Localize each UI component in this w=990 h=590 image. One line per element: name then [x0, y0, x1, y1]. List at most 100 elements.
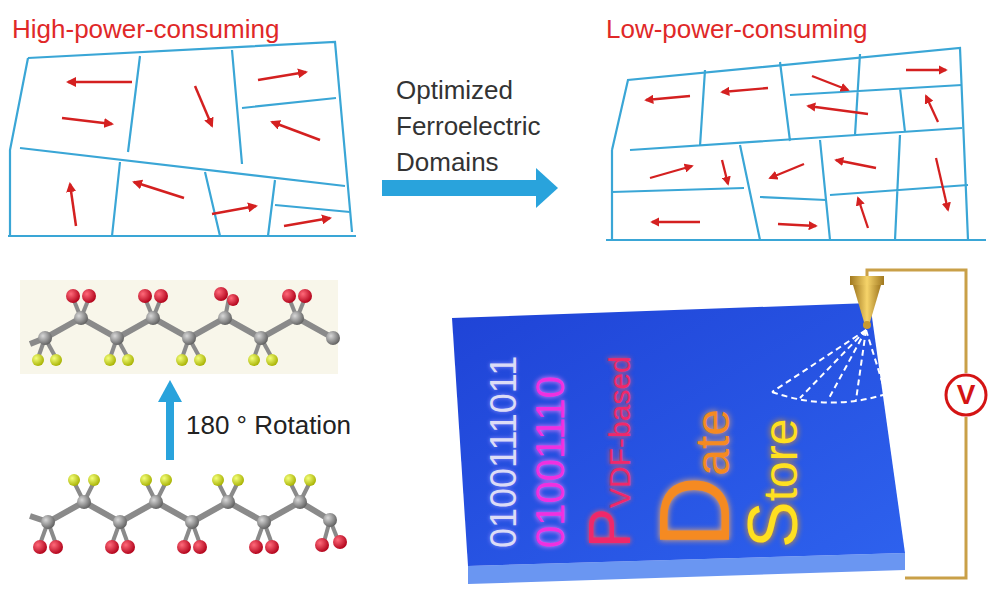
field-spray	[856, 330, 866, 400]
polarization-arrows	[646, 70, 948, 228]
bit-string: 01001110	[530, 376, 570, 548]
domain-walls	[606, 48, 986, 240]
polarization-arrows	[906, 69, 946, 71]
field-spray	[800, 330, 866, 398]
polarization-arrows	[858, 198, 868, 228]
polarization-arrows	[70, 184, 76, 226]
polarization-arrows	[62, 72, 330, 226]
molecule-chain	[227, 294, 239, 306]
molecule-chain	[122, 354, 134, 366]
circuit-wire	[867, 270, 966, 578]
molecule-chain	[177, 540, 191, 554]
molecule-chain	[265, 540, 279, 554]
molecule-chain	[182, 331, 196, 345]
rotation-arrow	[166, 398, 174, 460]
polarization-arrows	[62, 118, 112, 124]
probe-tip	[850, 276, 884, 329]
circuit-wire	[867, 270, 966, 373]
probe-tip	[850, 276, 884, 285]
polarization-arrows	[134, 182, 184, 198]
molecule-chain	[66, 287, 312, 306]
molecule-chain	[214, 287, 228, 301]
domain-walls	[8, 42, 356, 236]
molecule-chain	[176, 354, 188, 366]
domain-walls	[8, 42, 356, 236]
polarization-arrows	[812, 76, 848, 90]
ferroelectric-film	[452, 303, 905, 566]
molecule-chain	[30, 502, 330, 522]
polarization-arrows	[936, 158, 948, 210]
molecule-chain	[154, 289, 168, 303]
polarization-arrows	[272, 122, 320, 140]
rotation-arrow	[158, 380, 182, 402]
molecule-chain	[221, 495, 235, 509]
molecule-chain	[121, 540, 135, 554]
polarization-arrows	[808, 106, 868, 114]
molecule-chain	[66, 289, 80, 303]
molecule-chain	[326, 331, 340, 345]
polarization-arrows	[652, 221, 700, 223]
molecule-chain	[82, 289, 96, 303]
polarization-arrows	[650, 166, 692, 178]
molecule-chain	[284, 474, 296, 486]
polarization-arrows	[212, 206, 256, 214]
molecule-chain	[193, 540, 207, 554]
molecule-chain	[113, 515, 127, 529]
molecule-chain	[248, 354, 260, 366]
molecule-panel	[20, 280, 338, 374]
polarization-arrows	[195, 86, 212, 126]
heading-label: Low-power-consuming	[606, 14, 868, 45]
molecule-chain	[194, 354, 206, 366]
field-spray	[828, 330, 866, 400]
molecule-chain	[254, 331, 268, 345]
molecule-chain	[30, 287, 340, 366]
molecule-chain	[138, 289, 152, 303]
molecule-chain	[40, 482, 338, 544]
molecule-chain	[33, 540, 47, 554]
molecule-chain	[33, 535, 347, 554]
molecule-chain	[212, 474, 224, 486]
molecule-chain	[68, 474, 316, 486]
molecule-chain	[146, 311, 160, 325]
molecule-chain	[30, 474, 347, 554]
molecule-chain	[50, 354, 62, 366]
molecule-chain	[333, 535, 347, 549]
polarization-arrows	[770, 164, 804, 178]
molecule-chain	[218, 311, 232, 325]
molecule-chain	[266, 354, 278, 366]
molecule-chain	[160, 474, 172, 486]
molecule-chain	[32, 354, 278, 366]
molecule-chain	[185, 515, 199, 529]
storage-word: Store	[738, 419, 808, 548]
probe-tip	[853, 285, 881, 322]
molecule-chain	[304, 474, 316, 486]
voltmeter: V	[944, 373, 988, 417]
field-spray	[772, 330, 886, 403]
molecule-chain	[38, 331, 52, 345]
process-arrow	[382, 180, 540, 196]
polarization-arrows	[646, 96, 690, 100]
molecule-chain	[323, 513, 337, 527]
meter-outline	[946, 375, 986, 415]
molecule-chain	[105, 540, 119, 554]
molecule-chain	[110, 331, 124, 345]
polarization-arrows	[722, 88, 768, 92]
domain-walls	[606, 48, 986, 240]
probe-tip	[863, 321, 871, 329]
polarization-arrows	[68, 81, 132, 84]
storage-word: Date	[644, 409, 744, 548]
circuit-wire	[905, 417, 966, 578]
molecule-chain	[232, 474, 244, 486]
molecule-chain	[282, 289, 296, 303]
molecule-chain	[290, 311, 304, 325]
molecule-chain	[49, 540, 63, 554]
polarization-arrows	[722, 160, 728, 184]
molecule-chain	[257, 515, 271, 529]
molecule-chain	[298, 289, 312, 303]
molecule-chain	[249, 540, 263, 554]
field-spray	[772, 392, 886, 403]
rotation-arrow	[158, 380, 182, 460]
polarization-arrows	[258, 72, 306, 80]
molecule-chain	[38, 298, 305, 358]
molecule-chain	[38, 311, 340, 345]
